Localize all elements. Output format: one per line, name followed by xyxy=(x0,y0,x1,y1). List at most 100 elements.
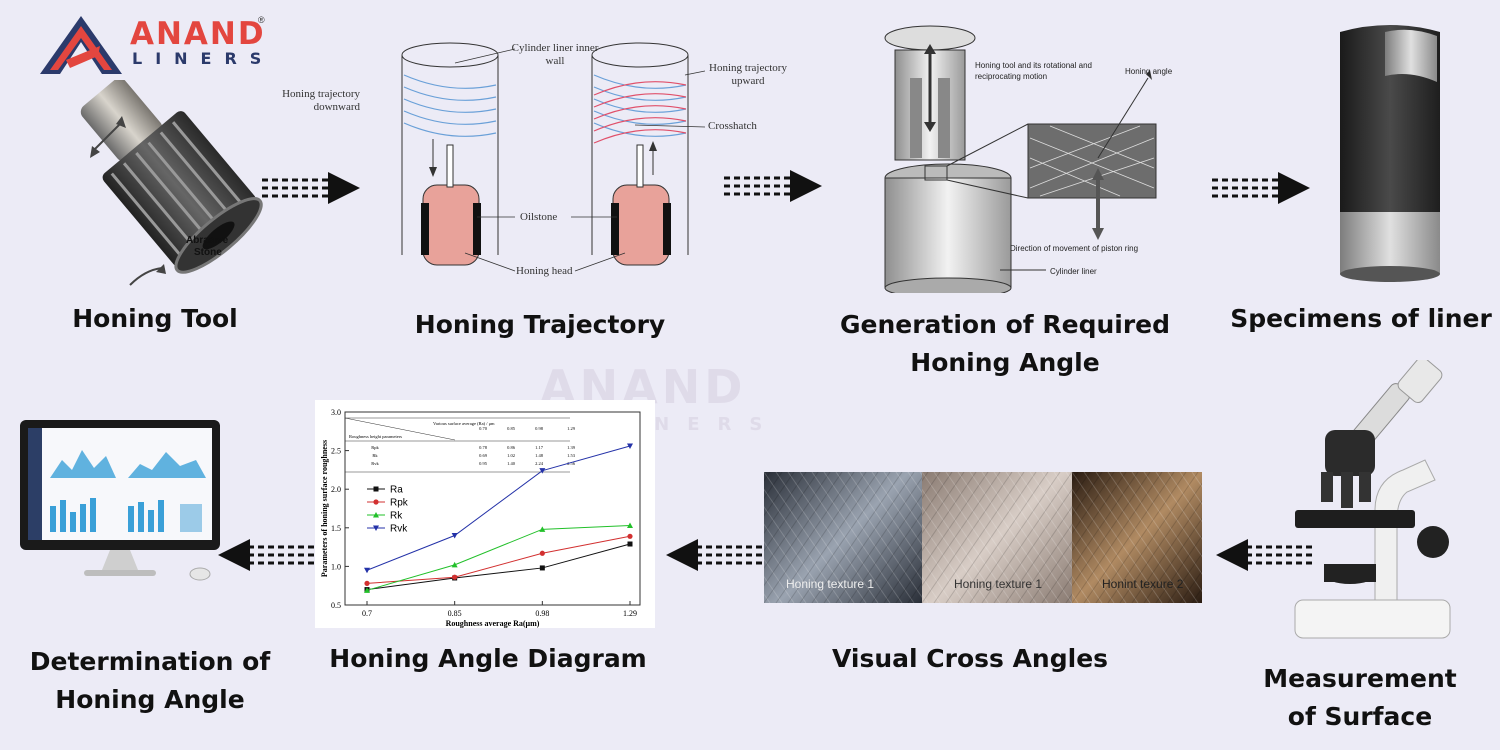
trajectory-diagram-icon xyxy=(401,42,705,272)
label-honing-head: Honing head xyxy=(516,265,573,277)
y-tick-label: 0.5 xyxy=(331,601,341,610)
legend-label: Rvk xyxy=(390,524,408,535)
table-cell: 1.53 xyxy=(567,453,576,458)
caption-determination-line1: Determination of xyxy=(29,647,271,676)
generation-diagram-icon xyxy=(884,25,1157,293)
caption-honing-tool: Honing Tool xyxy=(72,304,238,333)
caption-generation: Generation of Required Honing Angle xyxy=(835,306,1175,382)
texture-panel: Honint texure 2 xyxy=(1072,472,1202,603)
table-cell: 2.56 xyxy=(567,461,576,466)
y-axis-label: Parameters of honing surface roughness xyxy=(320,440,329,577)
data-point-rk xyxy=(451,561,458,568)
label-inner-wall: Cylinder liner inner wall xyxy=(511,42,599,67)
texture-panel: Honing texture 1 xyxy=(922,472,1072,603)
legend-marker xyxy=(373,512,379,518)
caption-generation-line2: Honing Angle xyxy=(910,348,1100,377)
plot-frame xyxy=(344,411,641,606)
caption-honing-diagram: Honing Angle Diagram xyxy=(329,644,647,673)
logo-mark-icon xyxy=(40,16,122,74)
data-point-rk xyxy=(627,522,633,528)
flow-arrow-right-icon xyxy=(262,172,360,204)
liner-specimen-icon xyxy=(1340,25,1440,282)
table-cell: 1.39 xyxy=(567,445,576,450)
data-point-rk xyxy=(539,526,546,532)
table-row-name: Rpk xyxy=(371,445,379,450)
label-cylinder-liner: Cylinder liner xyxy=(1050,267,1097,276)
legend-label: Rk xyxy=(390,511,403,522)
label-honing-angle: Honing angle xyxy=(1125,67,1173,76)
data-point-rpk xyxy=(364,580,370,586)
table-row-name: Rk xyxy=(372,453,378,458)
data-point-rpk xyxy=(452,574,458,580)
data-point-ra xyxy=(627,541,633,547)
caption-measurement-line1: Measurement xyxy=(1263,664,1457,693)
data-point-rvk xyxy=(451,533,458,539)
logo-registered: ® xyxy=(258,15,265,25)
caption-determination-line2: Honing Angle xyxy=(55,685,245,714)
series-line-ra xyxy=(366,543,631,591)
data-point-ra xyxy=(539,565,545,571)
flow-arrow-right-icon xyxy=(1212,172,1310,204)
table-header-left: Roughness height parameters xyxy=(349,434,402,439)
data-point-rpk xyxy=(539,550,545,556)
table-cell: 2.24 xyxy=(535,461,544,466)
table-cell: 0.86 xyxy=(507,445,516,450)
caption-measurement-line2: of Surface xyxy=(1287,702,1433,731)
x-axis-label: Roughness average Ra(μm) xyxy=(446,619,540,628)
series-line-rk xyxy=(366,524,631,591)
crosshatch-pattern xyxy=(1072,472,1202,603)
caption-honing-trajectory: Honing Trajectory xyxy=(414,310,666,339)
flow-arrow-left-icon xyxy=(1216,539,1314,571)
y-tick-label: 2.5 xyxy=(331,447,341,456)
texture-strip: Honing texture 1 Honing texture 1 Honint… xyxy=(764,472,1202,603)
caption-specimens: Specimens of liner xyxy=(1230,304,1492,333)
flow-arrow-right-icon xyxy=(724,170,822,202)
table-cell: 1.40 xyxy=(507,461,516,466)
crosshatch-pattern xyxy=(922,472,1072,603)
label-oilstone: Oilstone xyxy=(520,211,558,223)
table-cell: 0.69 xyxy=(479,453,488,458)
texture-label: Honing texture 1 xyxy=(954,577,1043,591)
table-cell: 1.02 xyxy=(507,453,515,458)
table-header-top: Various surface average (Ra) / μm xyxy=(433,421,495,426)
data-point-rpk xyxy=(627,533,633,539)
flow-arrow-left-icon xyxy=(666,539,764,571)
x-tick-label: 0.7 xyxy=(362,609,372,618)
flow-arrow-left-icon xyxy=(218,539,316,571)
texture-label: Honint texure 2 xyxy=(1102,577,1184,591)
monitor-icon xyxy=(20,420,220,581)
logo-name: ANAND xyxy=(130,16,266,52)
legend-marker xyxy=(373,499,379,505)
label-direction: Direction of movement of piston ring xyxy=(1010,244,1139,253)
legend-marker xyxy=(373,486,379,492)
x-tick-label: 0.85 xyxy=(448,609,462,618)
legend-marker xyxy=(373,525,379,531)
table-diagonal xyxy=(344,417,456,441)
x-tick-label: 1.29 xyxy=(623,609,637,618)
stone-label: Stone xyxy=(194,247,222,258)
table-cell: 1.17 xyxy=(535,445,544,450)
legend-label: Ra xyxy=(390,485,403,496)
texture-label: Honing texture 1 xyxy=(786,577,875,591)
table-col-header: 0.98 xyxy=(535,426,544,431)
caption-determination: Determination of Honing Angle xyxy=(20,643,280,719)
abrasive-label: Abrasive xyxy=(186,235,229,246)
label-downward: Honing trajectory downward xyxy=(282,88,360,113)
table-col-header: 1.29 xyxy=(567,426,576,431)
y-tick-label: 1.5 xyxy=(331,524,341,533)
y-tick-label: 3.0 xyxy=(331,408,341,417)
y-tick-label: 1.0 xyxy=(331,562,341,571)
table-col-header: 0.85 xyxy=(507,426,516,431)
series-line-rpk xyxy=(366,535,631,584)
table-cell: 0.78 xyxy=(479,445,488,450)
table-row-name: Rvk xyxy=(371,461,379,466)
data-point-rvk xyxy=(627,443,633,449)
legend-label: Rpk xyxy=(390,498,409,509)
crosshatch-pattern xyxy=(764,472,922,603)
data-point-rvk xyxy=(539,468,546,474)
x-tick-label: 0.98 xyxy=(535,609,549,618)
table-col-header: 0.70 xyxy=(479,426,488,431)
caption-visual-cross: Visual Cross Angles xyxy=(831,644,1109,673)
logo-sub: LINERS xyxy=(132,49,275,68)
